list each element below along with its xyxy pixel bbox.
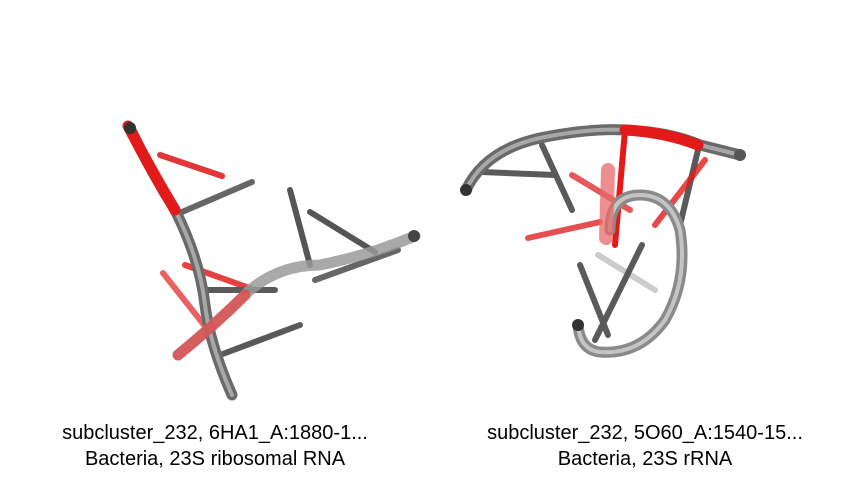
base-stick — [479, 169, 558, 178]
backbone-end-cap — [124, 122, 136, 134]
base-stick — [217, 322, 303, 358]
structure-caption: subcluster_232, 6HA1_A:1880-1... Bacteri… — [0, 420, 430, 472]
structure-subtitle: Bacteria, 23S ribosomal RNA — [84, 448, 346, 470]
base-stick — [287, 187, 313, 268]
rna-structure-render-left — [122, 120, 421, 401]
backbone-red-segment — [122, 120, 181, 216]
backbone-red-segment — [619, 124, 704, 151]
structure-subtitle: Bacteria, 23S rRNA — [557, 448, 733, 470]
base-stick — [160, 270, 211, 333]
base-stick — [312, 247, 401, 283]
structure-panel-left: subcluster_232, 6HA1_A:1880-1... Bacteri… — [0, 120, 430, 472]
base-stick — [307, 209, 378, 255]
structure-caption: subcluster_232, 5O60_A:1540-15... Bacter… — [430, 420, 860, 472]
structure-title: subcluster_232, 5O60_A:1540-15... — [487, 422, 803, 444]
backbone-loop-highlight — [576, 193, 685, 355]
base-stick — [677, 147, 701, 228]
backbone-end-cap — [734, 149, 746, 161]
structure-panel-right: subcluster_232, 5O60_A:1540-15... Bacter… — [430, 0, 860, 480]
base-stick — [172, 179, 255, 218]
backbone-rear-red — [172, 289, 251, 361]
structure-title: subcluster_232, 6HA1_A:1880-1... — [62, 422, 368, 444]
base-stick — [157, 152, 225, 179]
rna-structure-render-right — [460, 124, 746, 358]
base-stick — [612, 127, 628, 248]
backbone-end-cap — [572, 319, 584, 331]
backbone-end-cap — [408, 230, 420, 242]
base-stick — [539, 142, 575, 213]
base-stick — [592, 242, 645, 343]
base-stick — [652, 157, 708, 228]
backbone-end-cap — [460, 184, 472, 196]
backbone-red-vertical — [599, 163, 615, 245]
base-stick — [525, 219, 603, 241]
